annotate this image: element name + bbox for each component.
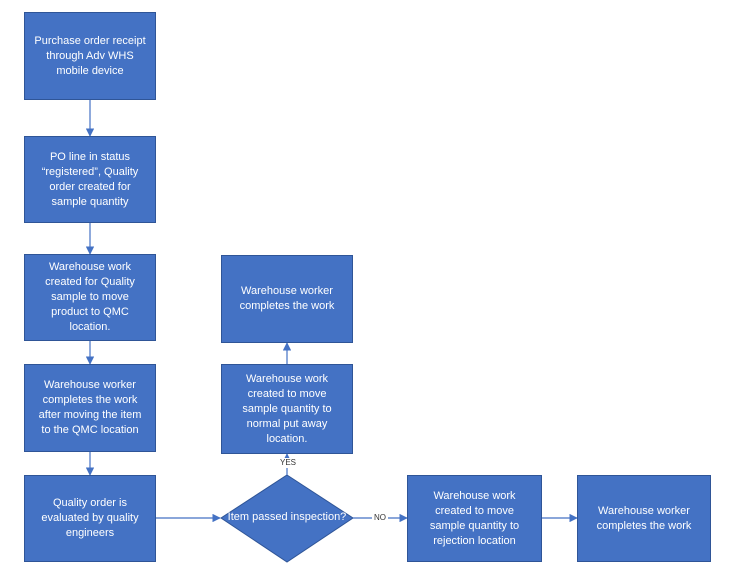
decision-text: Item passed inspection?: [227, 511, 347, 523]
node-work-created-rejection: Warehouse work created to move sample qu…: [407, 475, 542, 562]
node-work-created-putaway-text: Warehouse work created to move sample qu…: [242, 372, 332, 445]
node-quality-evaluated: Quality order is evaluated by quality en…: [24, 475, 156, 562]
node-po-receipt-text: Purchase order receipt through Adv WHS m…: [34, 34, 146, 77]
edge-label-no: NO: [372, 513, 388, 523]
node-worker-completes-qmc: Warehouse worker completes the work afte…: [24, 364, 156, 452]
node-worker-completes-qmc-text: Warehouse worker completes the work afte…: [38, 379, 142, 436]
node-quality-evaluated-text: Quality order is evaluated by quality en…: [41, 497, 139, 539]
node-worker-completes-putaway: Warehouse worker completes the work: [221, 255, 353, 343]
node-po-receipt: Purchase order receipt through Adv WHS m…: [24, 12, 156, 100]
edge-label-yes: YES: [279, 458, 298, 468]
node-worker-completes-rejection-text: Warehouse worker completes the work: [596, 504, 692, 532]
node-work-created-putaway: Warehouse work created to move sample qu…: [221, 364, 353, 454]
node-po-line-registered: PO line in status “registered”, Quality …: [24, 136, 156, 223]
decision-diamond: [220, 474, 354, 563]
node-work-created-rejection-text: Warehouse work created to move sample qu…: [429, 489, 520, 547]
node-work-created-qmc-text: Warehouse work created for Quality sampl…: [45, 261, 135, 333]
node-worker-completes-putaway-text: Warehouse worker completes the work: [239, 285, 335, 312]
node-po-line-registered-text: PO line in status “registered”, Quality …: [41, 150, 139, 208]
node-work-created-qmc: Warehouse work created for Quality sampl…: [24, 254, 156, 341]
node-worker-completes-rejection: Warehouse worker completes the work: [577, 475, 711, 562]
